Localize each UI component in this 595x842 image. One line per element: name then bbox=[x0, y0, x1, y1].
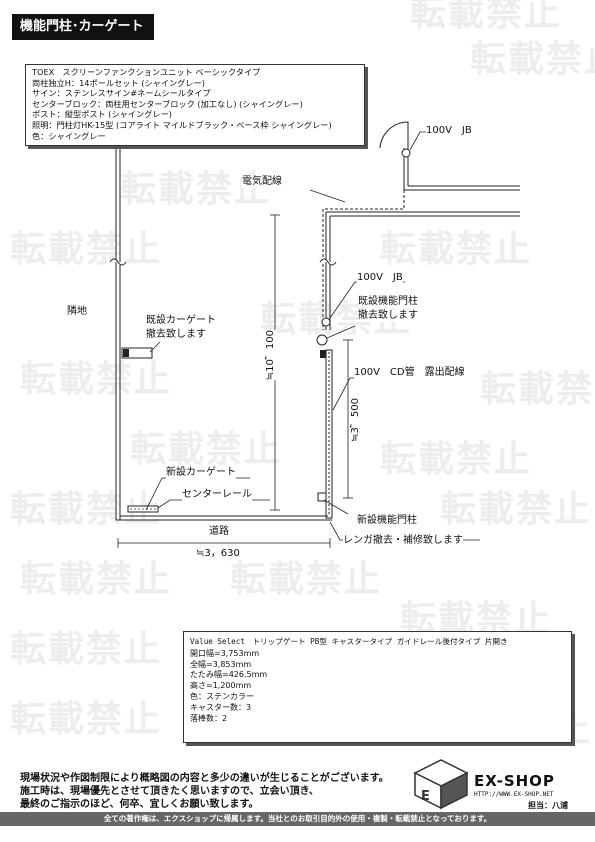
height-dimension: ≒10，100 bbox=[265, 330, 277, 381]
gate-spec-line: 開口幅=3,753mm bbox=[190, 648, 260, 658]
watermark-text: 転載禁止 bbox=[480, 369, 595, 410]
existing-pillar-label-1: 既設機能門柱 bbox=[358, 296, 418, 308]
spec-line: TOEX スクリーンファンクションユニット ベーシックタイプ bbox=[32, 67, 261, 77]
spec-line: センターブロック：両柱用センターブロック (加工なし) (シャイングレー) bbox=[32, 98, 303, 109]
watermark-text: 転載禁止 bbox=[440, 489, 593, 530]
new-gate-label: 新設カーゲート bbox=[166, 467, 236, 479]
spec-box: TOEX スクリーンファンクションユニット ベーシックタイプ 両柱独立H：14ポ… bbox=[25, 64, 365, 146]
svg-text:E: E bbox=[421, 789, 430, 804]
watermark-text: 転載禁止 bbox=[410, 0, 563, 34]
exshop-logo-icon: E bbox=[413, 759, 469, 810]
jb-mid-label: 100V JB bbox=[357, 272, 403, 284]
gate-spec-line: 色：ステンカラー bbox=[190, 691, 254, 701]
electric-wiring-label: 電気配線 bbox=[242, 176, 282, 188]
notice-line: 施工時は、現場優先とさせて頂きたく思いますので、立会い頂き、 bbox=[20, 786, 319, 797]
gate-spec-line: キャスター数：3 bbox=[190, 702, 252, 712]
gate-spec-box: Value Select トリップゲート PB型 キャスタータイプ ガイドレール… bbox=[183, 631, 572, 743]
jb-mid-symbol bbox=[321, 317, 331, 327]
footer-notice: 現場状況や作図制限により概略図の内容と多少の違いが生じることがございます。 施工… bbox=[20, 772, 389, 811]
watermark-text: 転載禁止 bbox=[230, 559, 383, 600]
cd-pipe-label: 100V CD管 露出配線 bbox=[354, 367, 465, 379]
neighbor-label: 隣地 bbox=[67, 306, 87, 317]
gate-spec-line: たたみ幅=426.5mm bbox=[190, 670, 268, 680]
right-break-mark bbox=[319, 258, 337, 266]
electric-wiring-dashed bbox=[322, 190, 405, 330]
brick-repair-label: レンガ撤去・補修致します bbox=[343, 535, 463, 547]
notice-line: 現場状況や作図制限により概略図の内容と多少の違いが生じることがございます。 bbox=[20, 773, 389, 784]
watermark-text: 転載禁止 bbox=[10, 229, 163, 270]
door-arc bbox=[379, 121, 409, 149]
existing-gate-label-2: 撤去致します bbox=[146, 329, 206, 341]
leader-new-pillar bbox=[323, 499, 349, 515]
logo-url: HTTP://WWW.EX-SHOP.NET bbox=[474, 791, 554, 798]
existing-gate-label-1: 既設カーゲート bbox=[146, 315, 216, 327]
jb-top-label: 100V JB bbox=[426, 125, 472, 137]
existing-pillar-label-2: 撤去致します bbox=[358, 310, 418, 322]
watermark-text: 転載禁止 bbox=[380, 229, 533, 270]
watermark-text: 転載禁止 bbox=[470, 39, 595, 80]
existing-pillar-body bbox=[320, 350, 327, 358]
new-pillar-symbol bbox=[317, 492, 327, 502]
leader-existing-pillar bbox=[326, 325, 356, 339]
logo-text: EX-SHOP bbox=[474, 772, 555, 790]
gate-spec-line: 全幅=3,853mm bbox=[190, 659, 252, 669]
page-title: 機能門柱･カーゲート bbox=[12, 14, 154, 40]
spec-line: 照明：門柱灯HK-15型 (コアライト マイルドブラック・ベース枠 シャイングレ… bbox=[32, 119, 332, 130]
leader-existing-gate bbox=[149, 341, 161, 353]
road-label: 道路 bbox=[209, 526, 229, 538]
spec-line: サイン：ステンレスサイン#ネームシールタイプ bbox=[32, 88, 211, 99]
spec-line: 色：シャイングレー bbox=[32, 130, 106, 141]
spec-line: ポスト：縦型ポスト (シャイングレー) bbox=[32, 109, 172, 120]
watermark-text: 転載禁止 bbox=[20, 359, 173, 400]
watermark-text: 転載禁止 bbox=[380, 439, 533, 480]
gate-spec-title: Value Select トリップゲート PB型 キャスタータイプ ガイドレール… bbox=[190, 637, 508, 646]
existing-pillar-symbol bbox=[316, 334, 328, 346]
watermark-text: 転載禁止 bbox=[130, 429, 283, 470]
person-in-charge: 担当：八浦 bbox=[528, 801, 568, 810]
jb-top-symbol bbox=[401, 148, 411, 158]
notice-line: 最終のご指示のほど、何卒、宜しくお願い致します。 bbox=[20, 799, 259, 810]
new-pillar-label: 新設機能門柱 bbox=[357, 515, 417, 527]
copyright-bar: 全ての著作権は、エクスショップに帰属します。当社とのお取引目的外の使用・複製・転… bbox=[0, 812, 595, 826]
leader-center-rail bbox=[157, 499, 270, 509]
spec-line: 両柱独立H：14ポールセット (シャイングレー) bbox=[32, 77, 205, 88]
watermark-text: 転載禁止 bbox=[10, 699, 163, 740]
watermark-text: 転載禁止 bbox=[20, 559, 173, 600]
watermark-text: 転載禁止 bbox=[10, 629, 163, 670]
wiring-callout-leader bbox=[309, 189, 346, 203]
existing-gate-marker bbox=[121, 347, 153, 359]
center-rail-label: センターレール bbox=[182, 489, 252, 501]
left-break-mark bbox=[109, 258, 127, 266]
gate-spec-line: 落棒数：2 bbox=[190, 713, 228, 723]
pillar-height-dimension: ≒3，500 bbox=[350, 398, 362, 442]
gate-spec-line: 高さ=1,200mm bbox=[190, 681, 252, 691]
width-dimension: ≒3，630 bbox=[196, 548, 240, 560]
